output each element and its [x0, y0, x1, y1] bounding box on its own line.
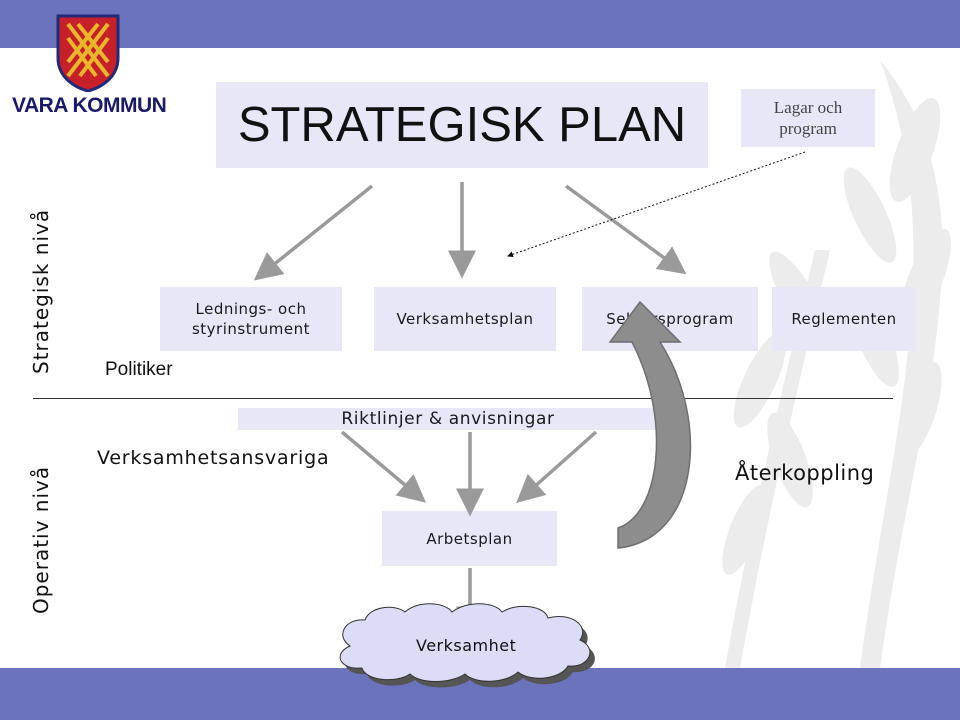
laws-programs-note: Lagar och program: [741, 89, 875, 147]
operations-cloud: [339, 603, 591, 682]
vara-kommun-shield-icon: [56, 14, 120, 92]
arrow-right-to-work-plan: [516, 430, 598, 503]
guidelines-box: Riktlinjer & anvisningar: [238, 408, 658, 430]
logo-text: VARA KOMMUN: [12, 94, 167, 117]
business-plan-label: Verksamhetsplan: [396, 310, 534, 328]
regulations-box: Reglementen: [772, 287, 916, 351]
laws-programs-text: Lagar och program: [773, 98, 843, 138]
feedback-curved-arrow: [608, 300, 692, 549]
operations-label: Verksamhet: [416, 636, 517, 655]
feedback-label: Återkoppling: [735, 461, 875, 485]
arrow-note-dotted: [507, 151, 806, 258]
work-plan-label: Arbetsplan: [426, 529, 513, 548]
work-plan-box: Arbetsplan: [382, 511, 557, 566]
arrow-left-to-work-plan: [340, 430, 427, 503]
managers-label: Verksamhetsansvariga: [97, 447, 330, 469]
guidelines-label: Riktlinjer & anvisningar: [341, 409, 555, 429]
page-title-text: STRATEGISK PLAN: [237, 98, 687, 152]
arrow-title-to-governance: [253, 184, 374, 281]
page-title: STRATEGISK PLAN: [216, 82, 708, 168]
governance-box: Lednings- och styrinstrument: [160, 287, 342, 351]
regulations-label: Reglementen: [791, 310, 897, 328]
arrow-title-to-sector-programs: [564, 184, 687, 275]
top-band: [0, 0, 960, 48]
politicians-label: Politiker: [105, 359, 173, 380]
level-divider: [33, 398, 893, 399]
governance-label: Lednings- och styrinstrument: [191, 300, 310, 338]
business-plan-box: Verksamhetsplan: [374, 287, 556, 351]
